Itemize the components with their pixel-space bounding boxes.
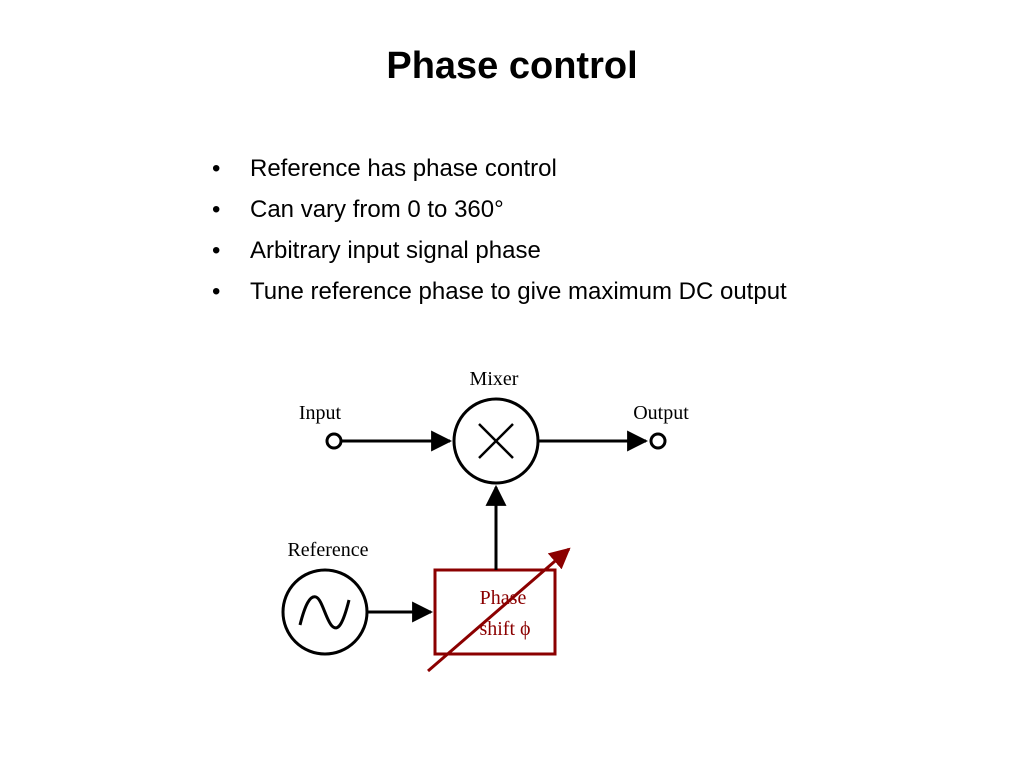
bullet-text: Tune reference phase to give maximum DC … bbox=[250, 278, 787, 305]
mixer-label: Mixer bbox=[470, 368, 519, 390]
reference-label: Reference bbox=[287, 539, 368, 561]
bullet-text: Can vary from 0 to 360° bbox=[250, 196, 504, 223]
phase-shift-label-line1: Phase bbox=[480, 587, 527, 609]
bullet-marker: • bbox=[212, 237, 221, 264]
multiply-icon bbox=[478, 423, 514, 459]
bullet-marker: • bbox=[212, 278, 221, 305]
input-terminal bbox=[325, 432, 343, 450]
bullet-text: Reference has phase control bbox=[250, 155, 557, 182]
bullet-marker: • bbox=[212, 155, 221, 182]
slide-title: Phase control bbox=[386, 45, 638, 87]
output-label: Output bbox=[633, 402, 689, 424]
bullet-marker: • bbox=[212, 196, 221, 223]
output-terminal bbox=[649, 432, 667, 450]
variable-adjust-arrow bbox=[427, 547, 571, 673]
bullet-text: Arbitrary input signal phase bbox=[250, 237, 541, 264]
phase-shift-label-line2: shift ϕ bbox=[479, 618, 530, 640]
sine-wave-icon bbox=[298, 595, 351, 630]
input-label: Input bbox=[299, 402, 342, 424]
